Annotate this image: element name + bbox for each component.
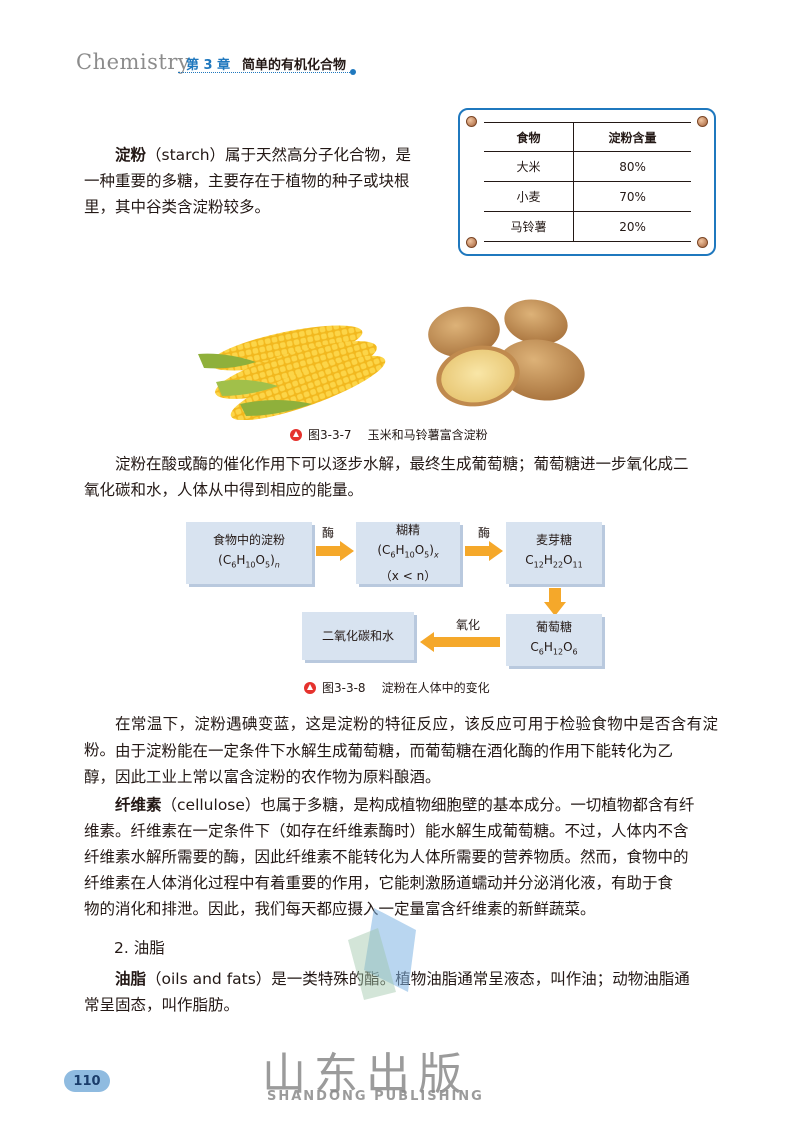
alcohol-line-2: 醇，因此工业上常以富含淀粉的农作物为原料酿酒。	[84, 768, 441, 786]
table-cell-value: 20%	[573, 211, 691, 242]
hydrolysis-line-1: 淀粉在酸或酶的催化作用下可以逐步水解，最终生成葡萄糖；葡萄糖进一步氧化成二	[115, 455, 689, 473]
table-cell-food: 小麦	[484, 181, 575, 212]
table-header-food: 食物	[484, 122, 575, 152]
arrow-label-enzyme-2: 酶	[478, 526, 491, 540]
header-subject: Chemistry	[76, 50, 191, 74]
starch-content-table: 食物 淀粉含量 大米 80% 小麦 70% 马铃薯 20%	[484, 122, 691, 242]
figure-label: 图3-3-8	[322, 681, 366, 695]
term-fats: 油脂	[115, 970, 147, 988]
corn-icon	[198, 325, 386, 420]
table-row: 小麦 70%	[484, 181, 691, 212]
watermark-publisher-en: SHANDONG PUBLISHING	[267, 1089, 484, 1104]
alcohol-paragraph: 由于淀粉能在一定条件下水解生成葡萄糖，而葡萄糖在酒化酶的作用下能转化为乙 醇，因…	[84, 738, 718, 790]
arrow-right-icon	[316, 541, 354, 561]
diagram-box-label: 食物中的淀粉	[212, 533, 285, 548]
table-header-starch-content: 淀粉含量	[573, 122, 691, 152]
diagram-box-label: 葡萄糖	[535, 620, 572, 635]
corner-screw-icon	[697, 116, 708, 127]
header-chapter: 第 3 章	[186, 58, 231, 73]
table-cell-value: 80%	[573, 151, 691, 182]
formula-starch: (C6H10O5)n	[218, 553, 280, 570]
header-rule-dot	[350, 69, 356, 75]
diagram-box-condition: （x < n）	[379, 568, 437, 583]
arrow-right-icon	[465, 541, 503, 561]
figure-caption-text: 淀粉在人体中的变化	[381, 681, 490, 695]
potato-icon	[428, 299, 585, 407]
hydrolysis-paragraph: 淀粉在酸或酶的催化作用下可以逐步水解，最终生成葡萄糖；葡萄糖进一步氧化成二 氧化…	[84, 451, 718, 503]
formula-dextrin: (C6H10O5)x	[377, 543, 439, 560]
header-dotted-rule	[178, 72, 350, 73]
corn-and-potato-photo	[198, 299, 585, 420]
diagram-box-label: 糊精	[395, 523, 420, 538]
cellulose-line-5: 物的消化和排泄。因此，我们每天都应摄入一定量富含纤维素的新鲜蔬菜。	[84, 900, 596, 918]
arrow-left-icon	[420, 632, 500, 652]
figure-marker-icon	[304, 681, 316, 694]
arrow-label-enzyme-1: 酶	[322, 526, 335, 540]
starch-content-table-card: 食物 淀粉含量 大米 80% 小麦 70% 马铃薯 20%	[458, 108, 716, 256]
table-cell-food: 马铃薯	[484, 211, 575, 242]
formula-glucose: C6H12O6	[530, 640, 578, 657]
header-chapter-title: 简单的有机化合物	[242, 58, 347, 73]
fats-line-1: （oils and fats）是一类特殊的酯。植物油脂通常呈液态，叫作油；动物油…	[146, 970, 690, 988]
alcohol-line-1: 由于淀粉能在一定条件下水解生成葡萄糖，而葡萄糖在酒化酶的作用下能转化为乙	[115, 742, 674, 760]
table-row: 大米 80%	[484, 151, 691, 182]
diagram-box-label: 二氧化碳和水	[321, 629, 394, 643]
starch-line-1: （starch）属于天然高分子化合物，是	[146, 146, 412, 164]
starch-line-2: 一种重要的多糖，主要存在于植物的种子或块根	[84, 172, 410, 190]
page-number: 110	[64, 1070, 110, 1092]
table-cell-food: 大米	[484, 151, 575, 182]
figure-caption-3-3-8: 图3-3-8 淀粉在人体中的变化	[304, 679, 490, 696]
figure-marker-icon	[290, 428, 302, 441]
iodine-line-1: 在常温下，淀粉遇碘变蓝，这是淀粉的特征反应，该反应可用于检验食物中是否含有淀粉。	[84, 715, 718, 759]
diagram-box-starch: 食物中的淀粉 (C6H10O5)n	[186, 522, 312, 584]
watermark-publisher-cn: 山东出版	[262, 1049, 470, 1100]
cellulose-line-1: （cellulose）也属于多糖，是构成植物细胞壁的基本成分。一切植物都含有纤	[161, 796, 695, 814]
starch-paragraph: 淀粉（starch）属于天然高分子化合物，是 一种重要的多糖，主要存在于植物的种…	[84, 142, 436, 220]
hydrolysis-line-2: 氧化碳和水，人体从中得到相应的能量。	[84, 481, 364, 499]
diagram-box-label: 麦芽糖	[535, 533, 572, 548]
figure-caption-text: 玉米和马铃薯富含淀粉	[367, 428, 488, 442]
cellulose-paragraph: 纤维素（cellulose）也属于多糖，是构成植物细胞壁的基本成分。一切植物都含…	[84, 792, 718, 922]
section-heading-fats: 2. 油脂	[114, 939, 165, 957]
corner-screw-icon	[466, 237, 477, 248]
cellulose-line-3: 纤维素水解所需要的酶，因此纤维素不能转化为人体所需要的营养物质。然而，食物中的	[84, 848, 689, 866]
diagram-box-dextrin: 糊精 (C6H10O5)x （x < n）	[356, 522, 460, 584]
starch-line-3: 里，其中谷类含淀粉较多。	[84, 198, 271, 216]
arrow-down-icon	[544, 588, 566, 616]
cellulose-line-4: 纤维素在人体消化过程中有着重要的作用，它能刺激肠道蠕动并分泌消化液，有助于食	[84, 874, 674, 892]
table-cell-value: 70%	[573, 181, 691, 212]
formula-maltose: C12H22O11	[525, 553, 583, 570]
figure-caption-3-3-7: 图3-3-7 玉米和马铃薯富含淀粉	[290, 426, 488, 443]
diagram-box-co2-water: 二氧化碳和水	[302, 612, 414, 660]
corner-screw-icon	[697, 237, 708, 248]
term-cellulose: 纤维素	[115, 796, 162, 814]
cellulose-line-2: 维素。纤维素在一定条件下（如存在纤维素酶时）能水解生成葡萄糖。不过，人体内不含	[84, 822, 689, 840]
corner-screw-icon	[466, 116, 477, 127]
table-row: 马铃薯 20%	[484, 211, 691, 242]
fats-paragraph: 油脂（oils and fats）是一类特殊的酯。植物油脂通常呈液态，叫作油；动…	[84, 966, 718, 1018]
iodine-paragraph: 在常温下，淀粉遇碘变蓝，这是淀粉的特征反应，该反应可用于检验食物中是否含有淀粉。	[84, 711, 718, 763]
term-starch: 淀粉	[115, 146, 147, 164]
figure-label: 图3-3-7	[308, 428, 352, 442]
arrow-label-oxidation: 氧化	[456, 618, 481, 632]
publisher-book-logo	[348, 908, 416, 1000]
diagram-box-glucose: 葡萄糖 C6H12O6	[506, 614, 602, 666]
fats-line-2: 常呈固态，叫作脂肪。	[84, 996, 240, 1014]
diagram-box-maltose: 麦芽糖 C12H22O11	[506, 522, 602, 584]
